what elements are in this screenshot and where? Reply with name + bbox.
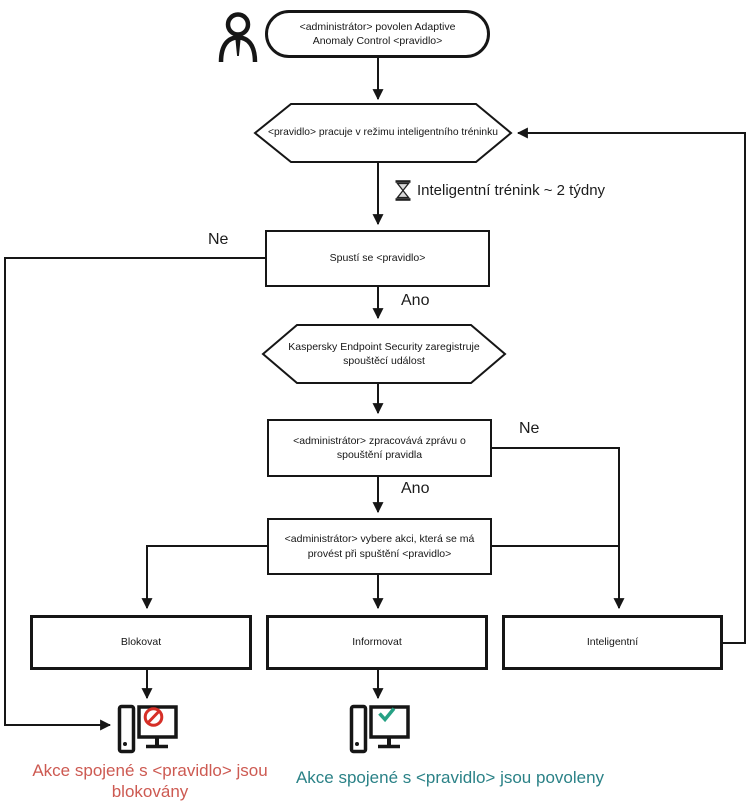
computer-with-checkmark-icon (349, 704, 410, 754)
connector-report-no-to-smart (492, 447, 625, 610)
connector-trigger-no-to-blocked (4, 257, 265, 731)
user-icon (218, 12, 258, 63)
result-allowed-text: Akce spojené s <pravidlo> jsou povoleny (295, 768, 605, 787)
connector-smart-feedback-loop (516, 127, 746, 644)
connector-select-to-block (141, 545, 267, 610)
training-duration-label: Inteligentní trénink ~ 2 týdny (417, 182, 606, 199)
edge-label-no-1: Ne (206, 231, 231, 249)
edge-label-yes-1: Ano (399, 292, 432, 310)
checkmark-icon (378, 707, 396, 723)
computer-with-prohibition-icon (117, 704, 178, 754)
rule-triggered-node: Spustí se <pravidlo> (265, 230, 490, 287)
hexagon-training-mode (253, 103, 513, 163)
start-node: <administrátor> povolen Adaptive Anomaly… (265, 10, 490, 58)
action-block-node: Blokovat (30, 615, 252, 670)
admin-processes-report-node: <administrátor> zpracovává zprávu o spou… (267, 419, 492, 477)
result-blocked-text: Akce spojené s <pravidlo> jsou blokovány (32, 761, 268, 801)
hourglass-icon (395, 180, 411, 201)
action-inform-node: Informovat (266, 615, 488, 670)
admin-selects-action-node: <administrátor> vybere akci, která se má… (267, 518, 492, 575)
edge-label-yes-2: Ano (399, 480, 432, 498)
edge-label-no-2: Ne (517, 420, 542, 438)
hexagon-register-event (261, 324, 507, 384)
training-mode-label: <pravidlo> pracuje v režimu inteligentní… (267, 127, 499, 139)
prohibition-icon (143, 707, 164, 727)
register-event-label: Kaspersky Endpoint Security zaregistruje… (288, 340, 480, 367)
action-smart-node: Inteligentní (502, 615, 723, 670)
